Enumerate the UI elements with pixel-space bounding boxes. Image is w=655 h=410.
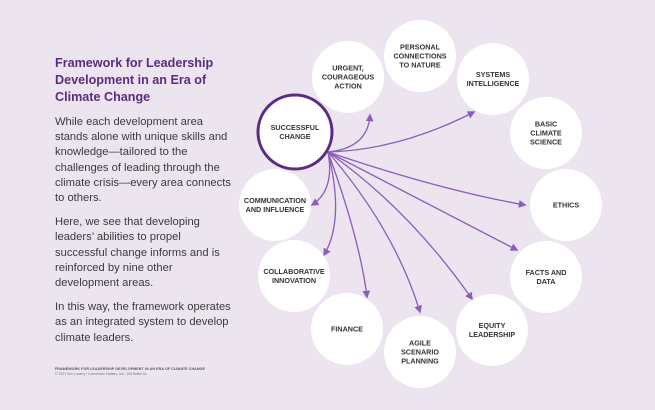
node-label-line: CONNECTIONS	[393, 52, 446, 61]
node-label-line: LEADERSHIP	[469, 330, 516, 339]
node-label-line: INNOVATION	[272, 276, 316, 285]
node-label-line: COURAGEOUS	[322, 73, 375, 82]
node-label-line: SCENARIO	[401, 348, 439, 357]
paragraph-1: While each development area stands alone…	[55, 116, 231, 205]
node-label-line: DATA	[537, 277, 556, 286]
node-label-line: SUCCESSFUL	[271, 123, 320, 132]
arrow-to-agile-scenario-planning	[327, 151, 422, 314]
nodes-layer: URGENT,COURAGEOUSACTIONPERSONALCONNECTIO…	[239, 20, 602, 388]
node-label-line: AND INFLUENCE	[246, 205, 305, 214]
node-label-line: CLIMATE	[530, 129, 562, 138]
description-panel: Framework for Leadership Development in …	[55, 55, 235, 355]
node-label-line: PERSONAL	[400, 42, 441, 51]
arrow-to-urgent-courageous-action	[327, 113, 374, 153]
node-label-line: CHANGE	[279, 132, 310, 141]
footer-title: FRAMEWORK FOR LEADERSHIP DEVELOPMENT IN …	[55, 367, 205, 371]
arrow-to-ethics	[327, 151, 527, 208]
node-label-line: COLLABORATIVE	[263, 267, 325, 276]
arrow-to-equity-leadership	[327, 151, 473, 301]
arrow-to-systems-intelligence	[327, 111, 476, 153]
node-finance: FINANCE	[311, 293, 383, 365]
page-title: Framework for Leadership Development in …	[55, 56, 214, 104]
arrows-layer	[310, 111, 527, 314]
arrow-to-facts-and-data	[327, 151, 519, 251]
node-label-line: AGILE	[409, 338, 431, 347]
footer-credit: © 2021 Tom Lowery / Connection Matters, …	[55, 372, 148, 376]
node-label-line: FINANCE	[331, 325, 363, 334]
node-label-line: TO NATURE	[399, 61, 440, 70]
paragraph-3: In this way, the framework operates as a…	[55, 301, 231, 344]
node-ethics: ETHICS	[530, 169, 602, 241]
node-label-line: URGENT,	[332, 63, 364, 72]
footer: FRAMEWORK FOR LEADERSHIP DEVELOPMENT IN …	[55, 367, 255, 376]
paragraph-2: Here, we see that developing leaders’ ab…	[55, 216, 220, 290]
node-label-line: ACTION	[334, 82, 362, 91]
node-label-line: PLANNING	[401, 357, 439, 366]
node-label-line: SCIENCE	[530, 138, 562, 147]
arrow-to-communication-and-influence	[310, 151, 331, 206]
arrow-to-collaborative-innovation	[323, 151, 337, 257]
node-label-line: SYSTEMS	[476, 70, 511, 79]
node-label-line: EQUITY	[479, 321, 506, 330]
node-label-line: ETHICS	[553, 201, 580, 210]
node-label-line: INTELLIGENCE	[467, 79, 520, 88]
arrow-to-finance	[327, 151, 371, 299]
node-label-line: BASIC	[535, 119, 557, 128]
node-label-line: COMMUNICATION	[244, 196, 306, 205]
node-label-line: FACTS AND	[526, 268, 567, 277]
